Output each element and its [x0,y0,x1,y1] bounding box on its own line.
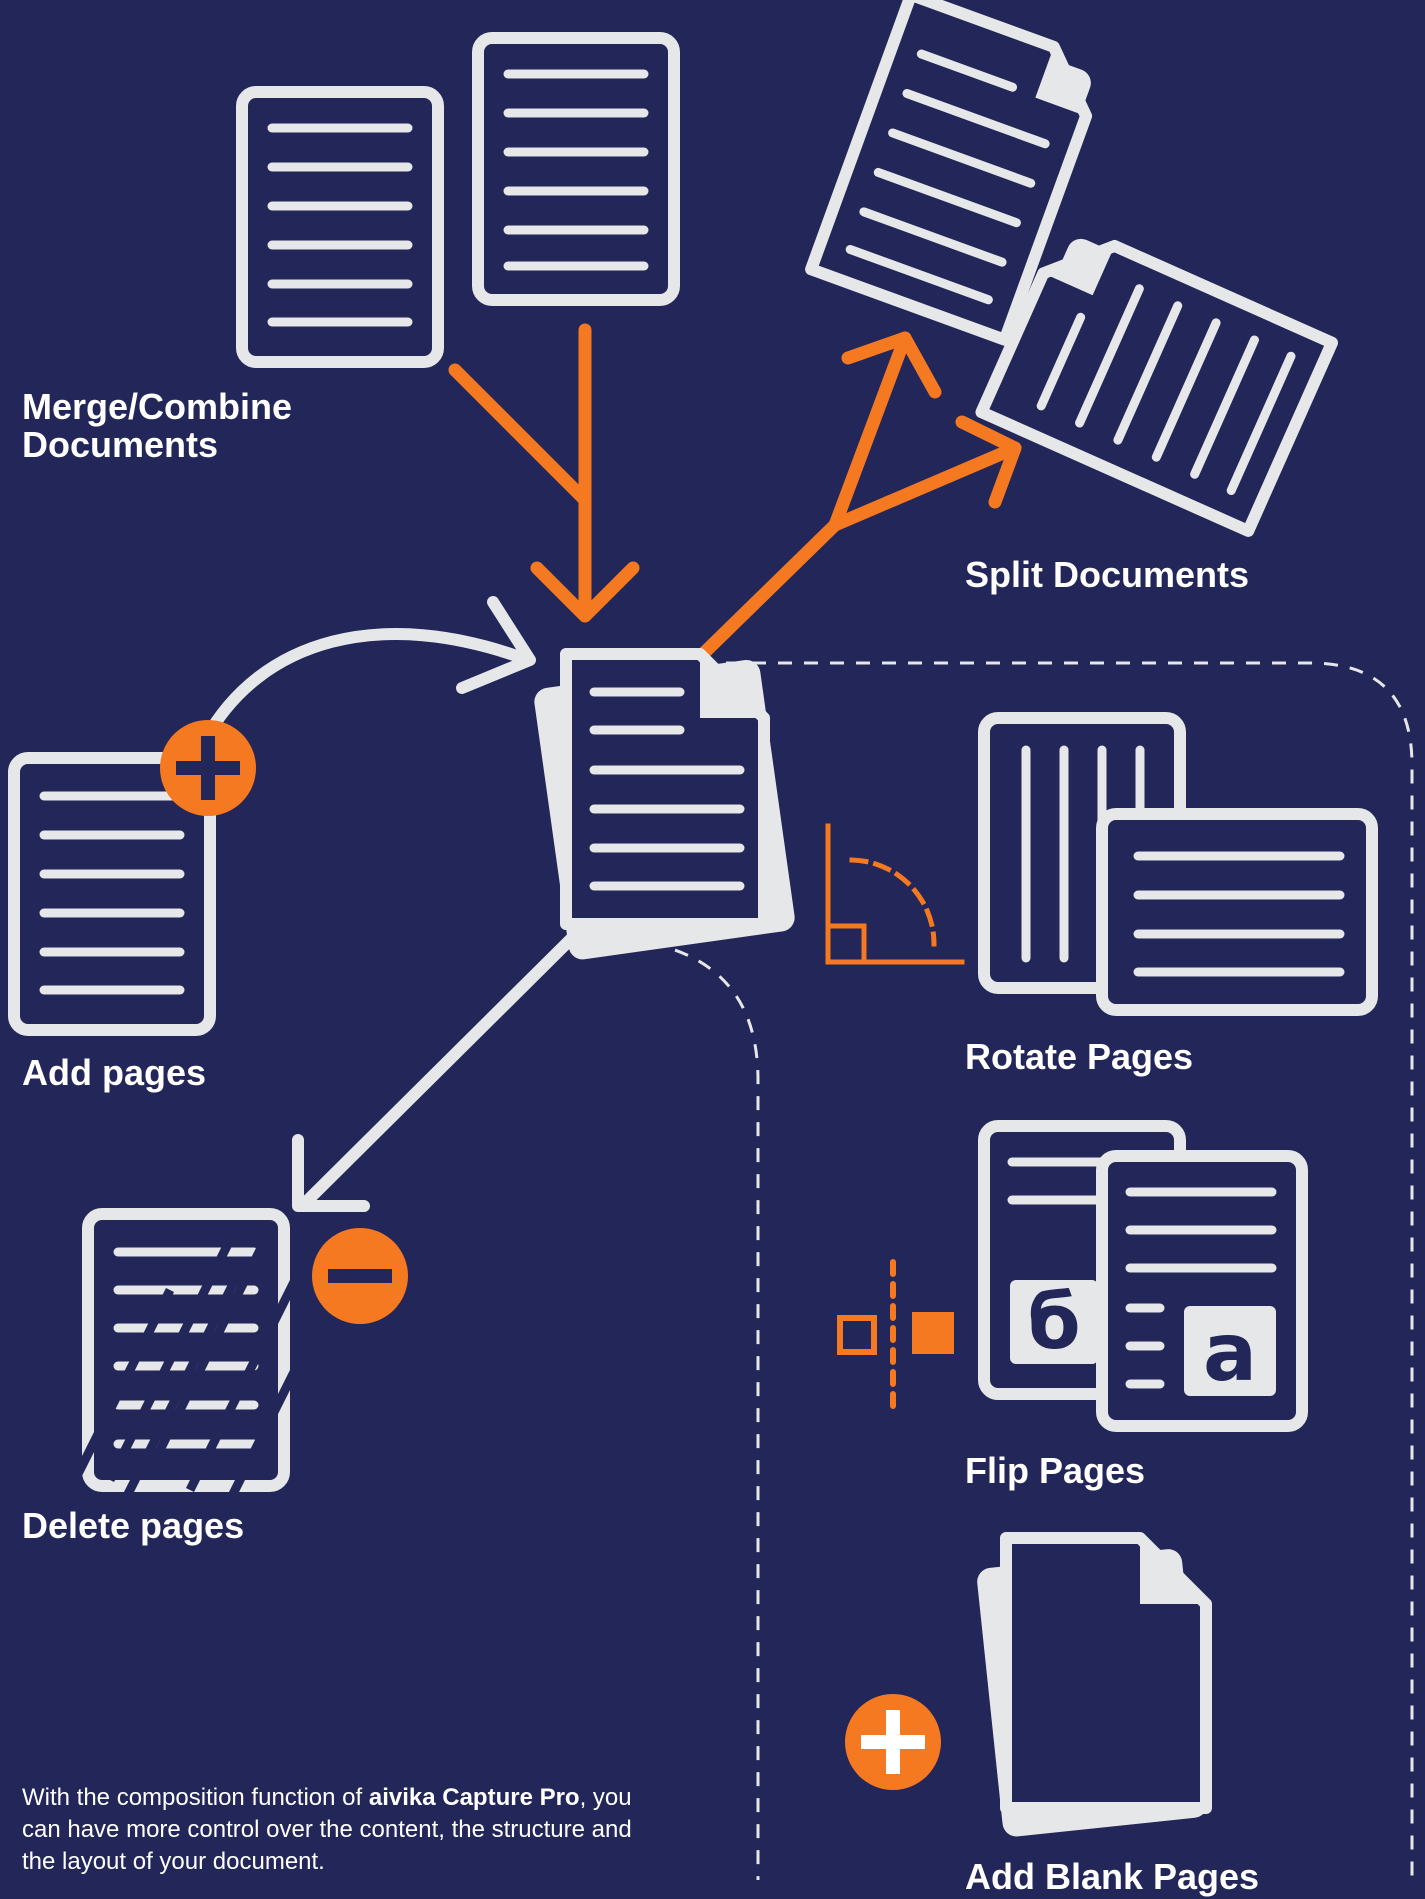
rotate-pages-label: Rotate Pages [965,1036,1194,1077]
merge-source-document-icon-2 [472,32,680,306]
delete-page-document-icon [80,1208,300,1492]
flip-glyph-back: б [1027,1277,1080,1366]
minus-circle-icon [312,1228,408,1324]
split-arrow [698,331,1022,659]
plus-circle-icon [160,720,256,816]
caption-text-before: With the composition function of [22,1784,369,1811]
dashed-connector-inner [649,941,760,1880]
mirror-axis-icon [837,1259,954,1411]
merge-label-line2: Documents [22,424,219,465]
merge-label-line1: Merge/Combine [22,386,293,427]
add-pages-label: Add pages [22,1052,207,1093]
add-blank-pages-label: Add Blank Pages [965,1856,1260,1897]
split-label: Split Documents [965,554,1250,595]
dashed-connector-right [649,661,1414,1880]
merge-source-document-icon [236,86,444,368]
rotation-angle-icon [825,823,965,965]
delete-pages-label: Delete pages [22,1505,245,1546]
description-caption: With the composition function of aivika … [22,1782,642,1878]
merge-label: Merge/Combine Documents [22,388,292,464]
rotate-pages-icon [978,712,1378,1016]
add-arrow [199,596,536,746]
split-result-document-icon-2 [975,238,1339,537]
blank-page-icon [977,1532,1212,1837]
delete-arrow [292,926,584,1212]
flip-glyph-front: a [1203,1306,1257,1399]
flip-pages-icon: б a [978,1120,1308,1432]
add-page-document-icon [8,752,216,1036]
merge-arrow [448,323,640,623]
caption-text-after: , you can have more control over the con… [22,1784,632,1875]
split-result-document-icon [805,0,1093,346]
caption-brand: aivika Capture Pro [368,1784,580,1811]
flip-pages-label: Flip Pages [965,1450,1146,1491]
central-document-icon [534,648,795,960]
plus-circle-icon-2 [845,1694,941,1790]
